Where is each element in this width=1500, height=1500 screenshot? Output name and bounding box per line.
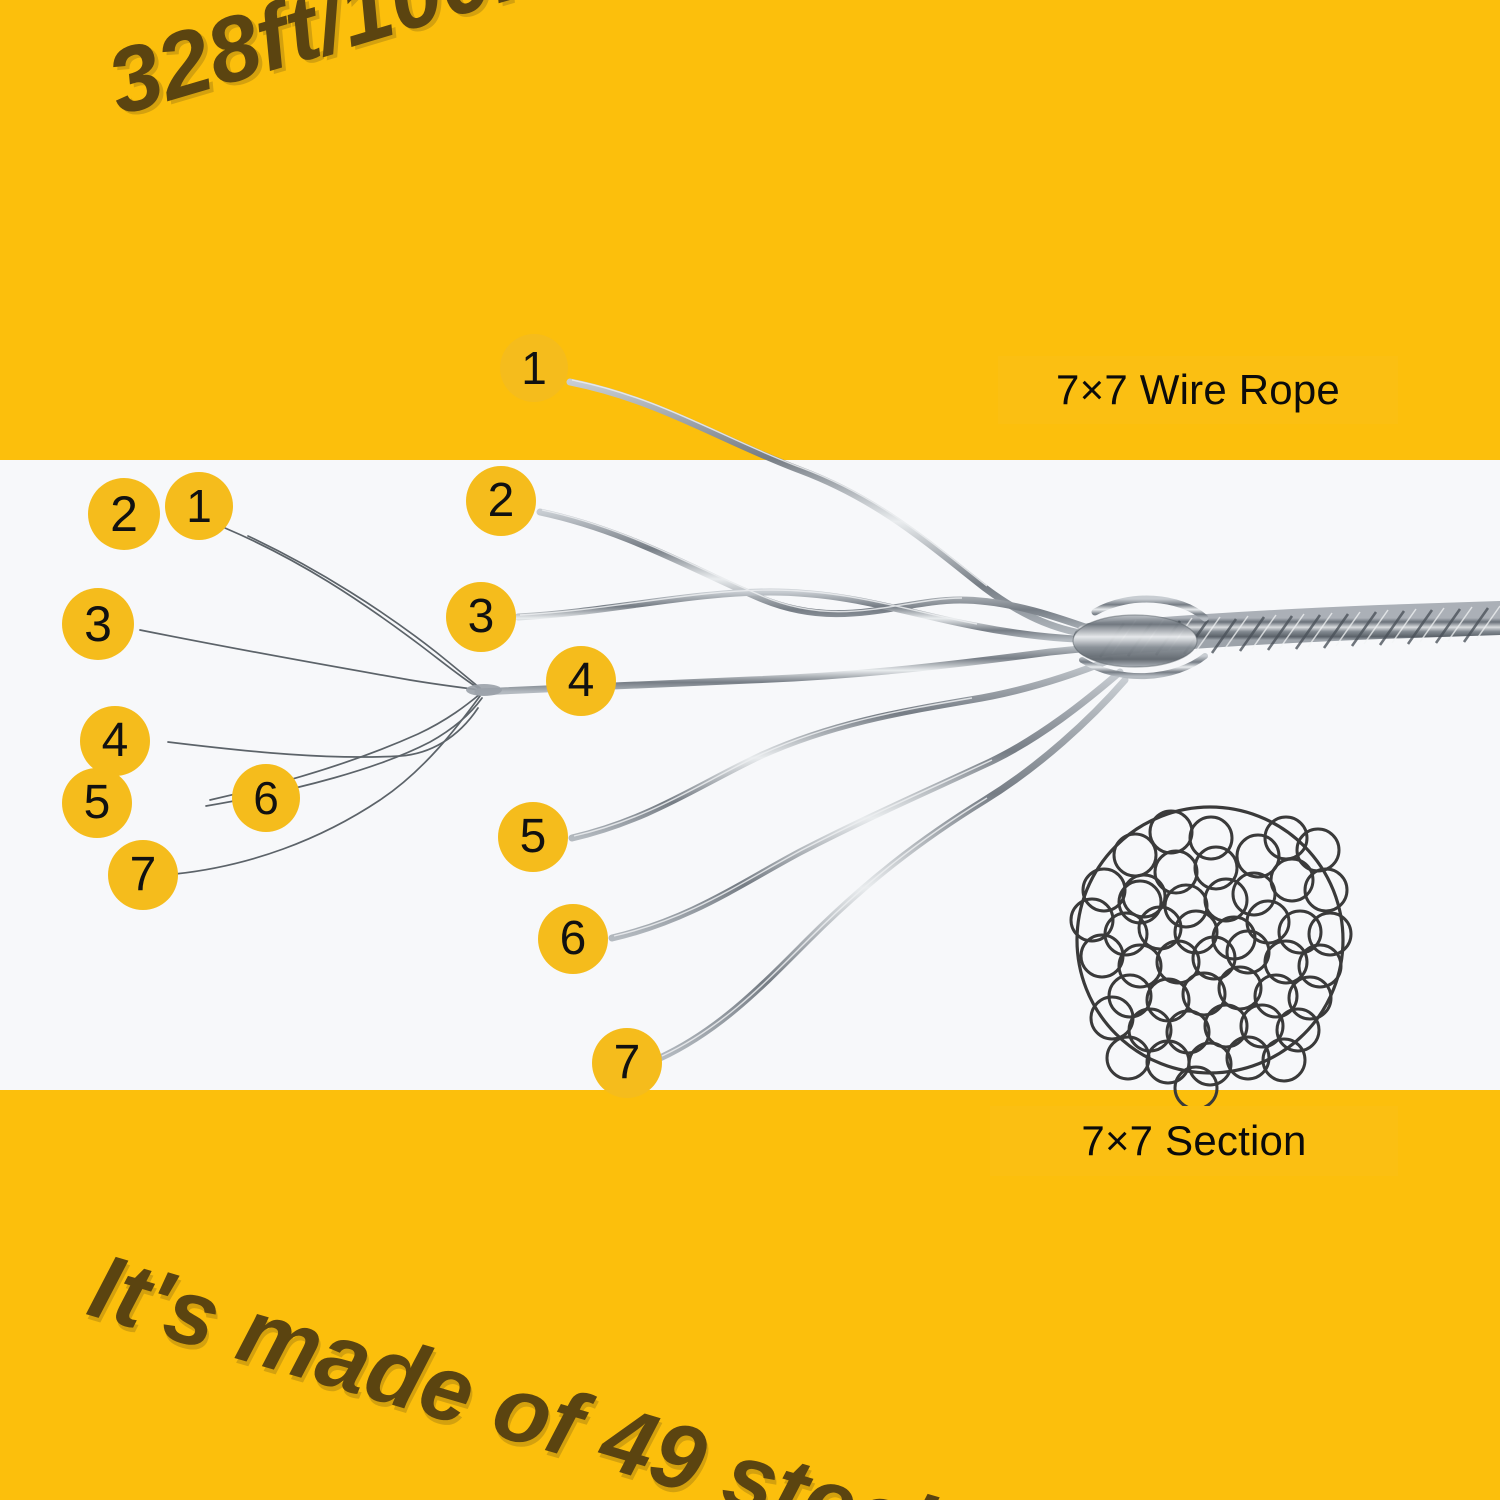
rope-convergence-knot xyxy=(1072,595,1209,679)
callout-badge-strand-wire-1: 1 xyxy=(165,472,233,540)
callout-badge-rope-strand-6: 6 xyxy=(538,904,608,974)
callout-badge-strand-wire-4: 4 xyxy=(80,706,150,776)
callout-badge-strand-wire-7: 7 xyxy=(108,840,178,910)
callout-badge-strand-wire-6: 6 xyxy=(232,764,300,832)
callout-badge-strand-wire-2: 2 xyxy=(88,478,160,550)
bottom-yellow-banner xyxy=(0,1090,1500,1500)
callout-badge-rope-strand-2: 2 xyxy=(466,466,536,536)
chip-wire-rope: 7×7 Wire Rope xyxy=(998,356,1398,424)
individual-wire-fan xyxy=(139,527,483,875)
callout-badge-rope-strand-7: 7 xyxy=(592,1028,662,1098)
chip-section: 7×7 Section xyxy=(990,1106,1398,1176)
cross-section-diagram xyxy=(1069,805,1353,1111)
callout-badge-rope-strand-1: 1 xyxy=(500,334,568,402)
callout-badge-rope-strand-4: 4 xyxy=(546,646,616,716)
callout-badge-rope-strand-5: 5 xyxy=(498,802,568,872)
callout-badge-rope-strand-3: 3 xyxy=(446,582,516,652)
callout-badge-strand-wire-5: 5 xyxy=(62,768,132,838)
callout-badge-strand-wire-3: 3 xyxy=(62,588,134,660)
wire-convergence-point xyxy=(466,684,502,696)
top-yellow-banner xyxy=(0,0,1500,460)
strand-highlights xyxy=(519,379,993,1057)
